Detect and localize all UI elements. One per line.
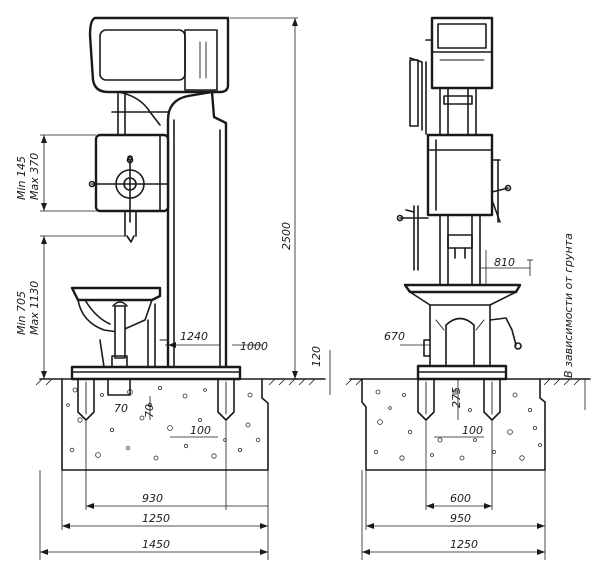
dim-column-width: 1240 xyxy=(180,330,208,343)
dim-side-670: 670 xyxy=(384,330,405,343)
side-drill-press xyxy=(396,16,522,381)
front-foundation xyxy=(61,378,269,471)
dim-overall-height: 2500 xyxy=(280,222,293,250)
front-dimensions: 2500 Min 145 Max 370 Min 705 Max 1130 12… xyxy=(15,17,331,560)
dim-span-1250-front: 1250 xyxy=(142,512,170,525)
dim-side-275: 275 xyxy=(450,387,463,408)
side-dimensions: 810 670 275 100 600 950 1250 В зависимос… xyxy=(361,233,586,560)
dim-foundation-120: 120 xyxy=(310,346,323,367)
dim-bolt-spacing-side: 100 xyxy=(462,424,483,437)
dim-table-max: Max 1130 xyxy=(28,281,41,335)
dim-bolt-spacing-front: 100 xyxy=(190,424,211,437)
dim-span-600: 600 xyxy=(450,492,471,505)
dim-base-offset: 1000 xyxy=(240,340,268,353)
dim-span-950: 950 xyxy=(450,512,471,525)
dim-table-min: Min 705 xyxy=(15,291,28,335)
dim-bolt-gap-b: 70 xyxy=(143,404,156,418)
dim-bolt-gap-a: 70 xyxy=(114,402,128,415)
dim-spindle-max: Max 370 xyxy=(28,153,41,200)
soil-note: В зависимости от грунта xyxy=(562,233,575,378)
dim-side-810: 810 xyxy=(494,256,515,269)
dim-span-1450: 1450 xyxy=(142,538,170,551)
dim-span-930: 930 xyxy=(142,492,163,505)
dim-spindle-min: Min 145 xyxy=(15,156,28,200)
front-drill-press xyxy=(70,16,242,381)
dim-span-1250-side: 1250 xyxy=(450,538,478,551)
